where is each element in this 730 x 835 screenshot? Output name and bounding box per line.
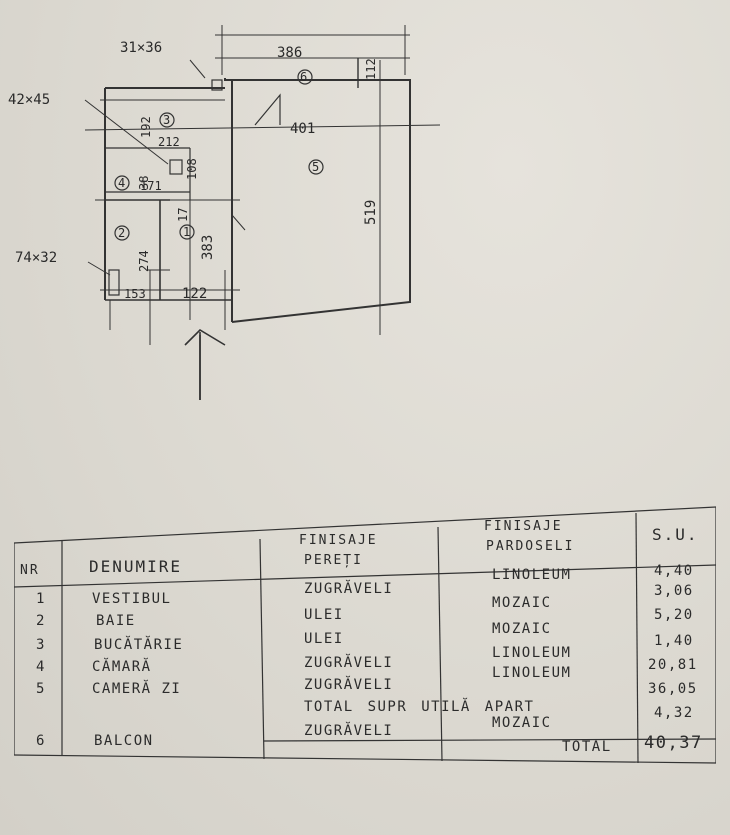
dim-212: 212	[158, 135, 180, 149]
room-number-2: 2	[118, 226, 125, 240]
row6-name: BALCON	[94, 733, 154, 749]
row2-name: BAIE	[96, 613, 136, 629]
row5-area: 20,81	[648, 657, 698, 673]
total-label: TOTAL	[562, 739, 612, 755]
row4-area: 1,40	[654, 633, 694, 649]
header-denumire: DENUMIRE	[89, 557, 183, 576]
row5-nr: 5	[36, 681, 46, 697]
dim-108: 108	[185, 158, 199, 180]
header-finisaje-pardoseli-1: FINISAJE	[484, 519, 563, 534]
dim-38: 38	[137, 176, 151, 190]
row4-name: CĂMARĂ	[92, 659, 152, 675]
dim-17: 17	[176, 208, 190, 222]
header-finisaje-pereti-1: FINISAJE	[299, 533, 378, 548]
dim-153: 153	[124, 287, 146, 301]
row3-name: BUCĂTĂRIE	[94, 637, 184, 653]
row3-area: 5,20	[654, 607, 694, 623]
dim-519: 519	[363, 200, 379, 225]
header-finisaje-pardoseli-2: PARDOSELI	[486, 539, 575, 554]
row1-area: 4,40	[654, 563, 694, 579]
room-number-4: 4	[118, 176, 125, 190]
dim-42x45: 42×45	[8, 92, 50, 108]
header-finisaje-pereti-2: PEREȚI	[304, 553, 363, 568]
dim-383: 383	[200, 235, 216, 260]
row2-area: 3,06	[654, 583, 694, 599]
header-nr: NR	[20, 563, 40, 578]
row6-floor: MOZAIC	[492, 715, 552, 731]
room-number-3: 3	[163, 113, 170, 127]
dim-31x36: 31×36	[120, 40, 162, 56]
row3-floor: MOZAIC	[492, 621, 552, 637]
dim-192: 192	[139, 116, 153, 138]
row6-area: 4,32	[654, 705, 694, 721]
dim-74x32: 74×32	[15, 250, 57, 266]
room-number-5: 5	[312, 160, 319, 174]
dim-122: 122	[182, 286, 207, 302]
dim-386: 386	[277, 45, 302, 61]
row5-walls: ZUGRĂVELI	[304, 677, 394, 693]
finishes-table: NR DENUMIRE FINISAJE PEREȚI FINISAJE PAR…	[14, 505, 716, 767]
total-util-value: 36,05	[648, 681, 698, 697]
header-su: S.U.	[652, 525, 699, 544]
row4-floor: LINOLEUM	[492, 645, 572, 661]
total-util-label: TOTAL SUPR UTILĂ APART	[304, 699, 535, 715]
row1-nr: 1	[36, 591, 46, 607]
row4-nr: 4	[36, 659, 46, 675]
row5-name: CAMERĂ ZI	[92, 681, 182, 697]
room-number-6: 6	[300, 70, 307, 84]
total-value: 40,37	[644, 733, 703, 753]
row2-walls: ULEI	[304, 607, 344, 623]
dim-112: 112	[364, 58, 378, 80]
row6-walls: ZUGRĂVELI	[304, 723, 394, 739]
room-number-1: 1	[183, 225, 190, 239]
row1-floor: LINOLEUM	[492, 567, 572, 583]
floor-plan: 6 3 5 4 2 1 31×36 42×45 74×32 386 401 21…	[8, 25, 441, 400]
dim-274: 274	[137, 250, 151, 272]
row6-nr: 6	[36, 733, 46, 749]
row4-walls: ZUGRĂVELI	[304, 655, 394, 671]
dim-171: 171	[140, 179, 162, 193]
table-grid	[14, 506, 716, 764]
row1-name: VESTIBUL	[92, 591, 172, 607]
row2-nr: 2	[36, 613, 46, 629]
row3-nr: 3	[36, 637, 46, 653]
row5-floor: LINOLEUM	[492, 665, 572, 681]
dim-401: 401	[290, 121, 315, 137]
row1-walls: ZUGRĂVELI	[304, 581, 394, 597]
row2-floor: MOZAIC	[492, 595, 552, 611]
row3-walls: ULEI	[304, 631, 344, 647]
